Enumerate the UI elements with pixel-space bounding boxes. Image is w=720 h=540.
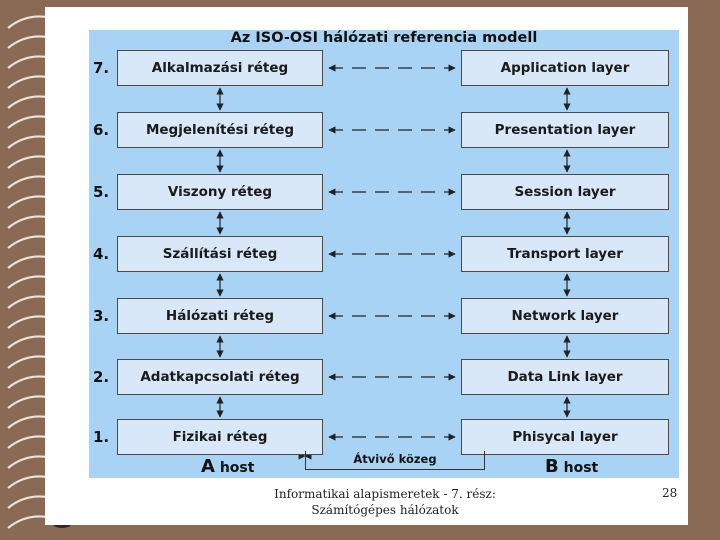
host-b-layer-box: Transport layer <box>461 236 669 272</box>
host-a-layer-box: Adatkapcsolati réteg <box>117 359 323 395</box>
host-b-letter: B <box>545 456 559 477</box>
host-a-label: A host <box>201 456 254 477</box>
host-b-layer-box: Session layer <box>461 174 669 210</box>
host-a-layer-box: Viszony réteg <box>117 174 323 210</box>
host-a-layer-box: Szállítási réteg <box>117 236 323 272</box>
host-b-layer-label: Data Link layer <box>507 369 623 385</box>
host-b-layer-box: Network layer <box>461 298 669 334</box>
host-b-layer-label: Phisycal layer <box>512 429 618 445</box>
host-b-layer-label: Network layer <box>511 308 619 324</box>
layer-number: 7. <box>93 59 110 77</box>
host-b-layer-box: Application layer <box>461 50 669 86</box>
layer-number: 3. <box>93 307 110 325</box>
layer-number: 4. <box>93 245 110 263</box>
host-b-label: B host <box>545 456 598 477</box>
connector-lines <box>216 64 571 478</box>
host-b-layer-label: Application layer <box>500 60 630 76</box>
host-b-layer-label: Presentation layer <box>494 122 636 138</box>
host-b-layer-box: Presentation layer <box>461 112 669 148</box>
host-a-layer-label: Alkalmazási réteg <box>151 60 289 76</box>
host-a-layer-label: Fizikai réteg <box>172 429 268 445</box>
host-a-layer-box: Megjelenítési réteg <box>117 112 323 148</box>
host-a-layer-box: Alkalmazási réteg <box>117 50 323 86</box>
host-b-layer-label: Session layer <box>514 184 616 200</box>
footer-line-1: Informatikai alapismeretek - 7. rész: <box>274 487 496 501</box>
layer-number: 6. <box>93 121 110 139</box>
host-b-layer-box: Data Link layer <box>461 359 669 395</box>
osi-diagram: Az ISO-OSI hálózati referencia modell 7.… <box>89 30 679 478</box>
host-a-layer-label: Megjelenítési réteg <box>145 122 295 138</box>
host-a-letter: A <box>201 456 215 477</box>
layer-number: 2. <box>93 368 110 386</box>
transmission-medium-label: Átvivő közeg <box>305 451 485 470</box>
host-a-layer-label: Szállítási réteg <box>162 246 278 262</box>
page-number: 28 <box>662 486 678 500</box>
footer-line-2: Számítógépes hálózatok <box>311 503 459 517</box>
host-a-layer-label: Viszony réteg <box>167 184 273 200</box>
layer-number: 5. <box>93 183 110 201</box>
host-a-layer-label: Adatkapcsolati réteg <box>140 369 300 385</box>
host-b-word: host <box>563 460 599 476</box>
footer-caption: Informatikai alapismeretek - 7. rész: Sz… <box>250 486 520 518</box>
diagram-title: Az ISO-OSI hálózati referencia modell <box>230 30 538 46</box>
host-a-layer-box: Hálózati réteg <box>117 298 323 334</box>
host-b-layer-box: Phisycal layer <box>461 419 669 455</box>
host-a-layer-label: Hálózati réteg <box>165 308 275 324</box>
layer-number: 1. <box>93 428 110 446</box>
host-a-word: host <box>219 460 255 476</box>
host-a-layer-box: Fizikai réteg <box>117 419 323 455</box>
host-b-layer-label: Transport layer <box>507 246 623 262</box>
